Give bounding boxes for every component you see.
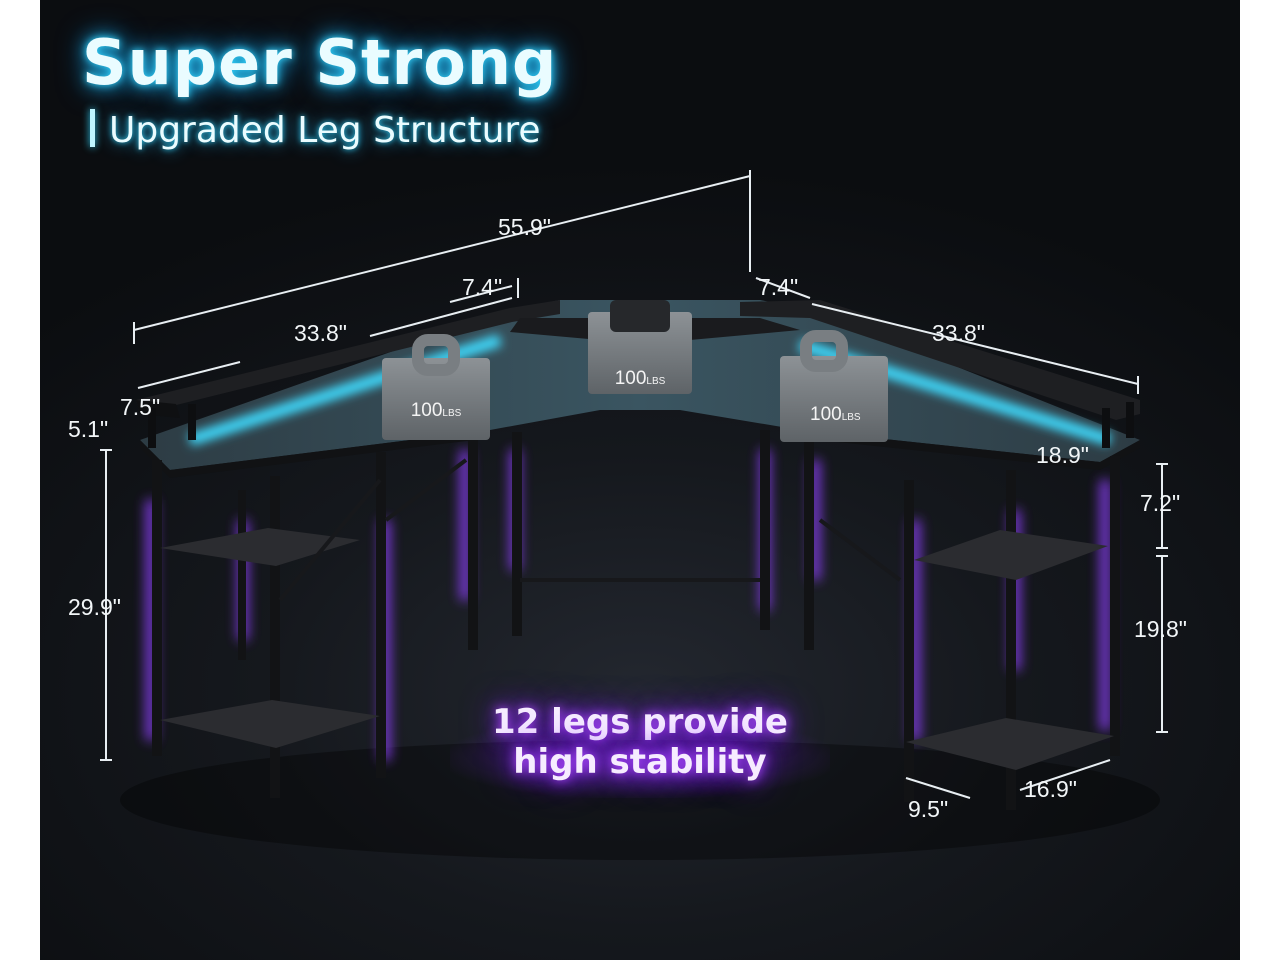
weight-right: 100LBS	[780, 330, 888, 442]
monitor-shelf-right	[740, 300, 1140, 420]
weight-left: 100LBS	[382, 334, 490, 440]
desk-illustration: 100LBS 100LBS 100LBS	[100, 170, 1168, 860]
stability-callout: 12 legs provide high stability	[460, 702, 820, 782]
dim-desk-height: 29.9"	[68, 594, 121, 620]
subhead-accent-bar	[90, 109, 95, 147]
weight-center-label: 100LBS	[615, 368, 666, 389]
dimension-lines	[100, 170, 1168, 799]
dim-total-width: 55.9"	[498, 214, 551, 240]
dim-shelf-height: 5.1"	[68, 416, 109, 442]
dim-right-shelf-length: 33.8"	[932, 320, 985, 346]
lower-shelves	[160, 528, 1114, 770]
dim-corner-right: 7.4"	[758, 274, 799, 300]
monitor-shelf-left	[136, 300, 560, 414]
headline: Super Strong	[82, 26, 558, 99]
dim-desk-depth: 18.9"	[1036, 442, 1089, 468]
dim-top-cubby-height: 7.2"	[1140, 490, 1181, 516]
dim-cabinet-depth: 9.5"	[908, 796, 949, 822]
dim-lower-height: 19.8"	[1134, 616, 1187, 642]
callout-line-2: high stability	[513, 742, 767, 782]
weight-center: 100LBS	[588, 300, 692, 394]
subhead: Upgraded Leg Structure	[90, 109, 541, 151]
dim-cabinet-width: 16.9"	[1024, 776, 1077, 802]
shelf-supports	[148, 402, 1134, 448]
callout-line-1: 12 legs provide	[492, 702, 788, 742]
dim-corner-left: 7.4"	[462, 274, 503, 300]
dim-shelf-depth: 7.5"	[120, 394, 161, 420]
weight-right-label: 100LBS	[810, 404, 861, 425]
product-banner: 100LBS 100LBS 100LBS	[40, 0, 1240, 960]
desk-top-edge-left	[140, 430, 490, 478]
dim-left-shelf-length: 33.8"	[294, 320, 347, 346]
desk-legs	[152, 430, 1120, 810]
callout-glow	[450, 718, 830, 798]
cross-bars	[278, 458, 902, 602]
weight-left-label: 100LBS	[411, 400, 462, 421]
subhead-text: Upgraded Leg Structure	[109, 110, 541, 151]
